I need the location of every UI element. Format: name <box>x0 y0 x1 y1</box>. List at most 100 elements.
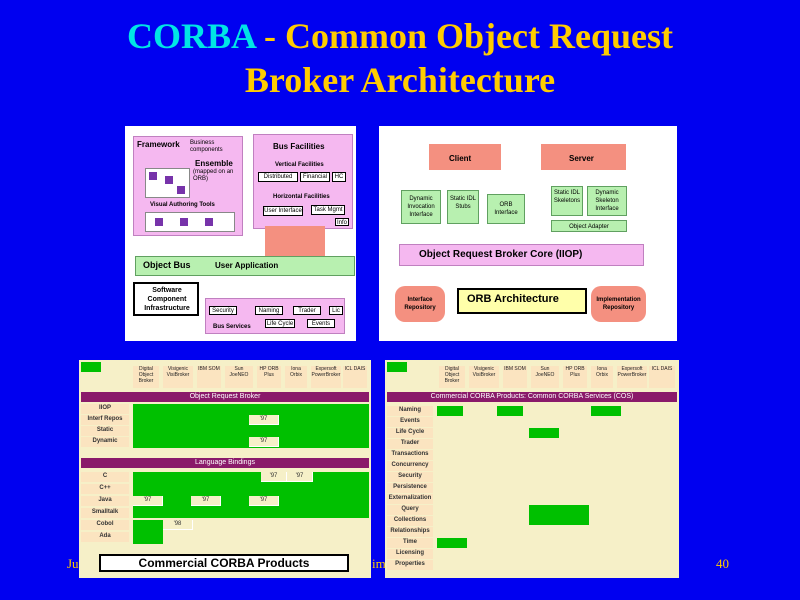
dsi-box: Dynamic Skeleton Interface <box>587 186 627 216</box>
service-item: Naming <box>255 306 283 315</box>
year-cell: '97 <box>287 472 313 482</box>
row-label: Dynamic <box>81 437 129 447</box>
vendor-header: IBM SOM <box>197 366 221 388</box>
object-adapter-box: Object Adapter <box>551 220 627 232</box>
row-label: Smalltalk <box>81 508 129 518</box>
component-cube <box>165 176 173 184</box>
server-box <box>541 144 626 170</box>
year-cell: '97 <box>249 415 279 425</box>
ensemble-note: (mapped on an ORB) <box>193 169 234 182</box>
interface-repo-drum <box>395 286 445 322</box>
support-block <box>133 472 369 518</box>
service-item: Events <box>307 319 335 328</box>
title-line2: Broker Architecture <box>244 60 556 100</box>
object-bus-bar <box>135 256 355 276</box>
orb-rows: IIOP Interf Repos Static Dynamic '97 '97 <box>81 404 369 452</box>
component-cube <box>180 218 188 226</box>
vendor-header: Iona Orbix <box>285 366 307 388</box>
support-block <box>133 520 163 544</box>
client-box <box>429 144 501 170</box>
stubs-box: Static IDL Stubs <box>447 190 479 224</box>
service-item: Life Cycle <box>265 319 295 328</box>
row-label: Collections <box>387 516 433 526</box>
row-label: Ada <box>81 532 129 542</box>
v-item: Financial <box>300 172 330 182</box>
vendor-header: ICL DAIS <box>343 366 367 388</box>
bus-services-label: Bus Services <box>213 324 251 330</box>
row-label: Events <box>387 417 433 427</box>
v-item: Distributed <box>258 172 298 182</box>
vertical-label: Vertical Facilities <box>275 162 324 168</box>
component-cube <box>205 218 213 226</box>
row-label: Trader <box>387 439 433 449</box>
row-label: Interf Repos <box>81 415 129 425</box>
vendor-header: ICL DAIS <box>649 366 675 388</box>
year-cell: '97 <box>249 437 279 447</box>
support-block <box>437 538 467 548</box>
vendor-header: Visigenic VisiBroker <box>163 366 193 388</box>
vendor-header: Sun JoeNEO <box>225 366 253 388</box>
framework-note: Business components <box>190 140 223 153</box>
year-cell: '98 <box>163 520 193 530</box>
vendor-header: Iona Orbix <box>591 366 613 388</box>
row-label: C <box>81 472 129 482</box>
impl-repo-label: Implementation Repository <box>596 297 641 311</box>
header-row: Digital Object Broker Visigenic VisiBrok… <box>79 360 371 390</box>
component-cube <box>149 172 157 180</box>
orb-arch-box <box>457 288 587 314</box>
visual-tools-label: Visual Authoring Tools <box>150 202 215 208</box>
software-label: Software Component Infrastructure <box>144 287 190 312</box>
client-label: Client <box>449 154 472 163</box>
impl-repo-drum <box>591 286 646 322</box>
vendor-header: HP ORB Plus <box>563 366 587 388</box>
vendor-header: Sun JoeNEO <box>531 366 559 388</box>
row-label: Relationships <box>387 527 433 537</box>
object-bus-label: Object Bus <box>143 260 191 270</box>
vendor-header: Expersoft PowerBroker <box>311 366 341 388</box>
vendor-header: Visigenic VisiBroker <box>469 366 499 388</box>
orb-interface-box: ORB Interface <box>487 194 525 224</box>
legend-swatch <box>387 362 407 372</box>
component-cube <box>155 218 163 226</box>
year-cell: '97 <box>249 496 279 506</box>
row-label: Externalization <box>387 494 433 504</box>
orb-architecture-diagram: Client Server Dynamic Invocation Interfa… <box>379 126 677 341</box>
vendor-header: Digital Object Broker <box>133 366 159 388</box>
row-label: Concurrency <box>387 461 433 471</box>
footer-left: Ju <box>67 556 79 571</box>
vendor-header: IBM SOM <box>503 366 527 388</box>
row-label: Life Cycle <box>387 428 433 438</box>
service-item: Security <box>209 306 237 315</box>
language-rows: C C++ Java Smalltalk Cobol Ada '97 '97 '… <box>81 472 369 544</box>
software-box <box>133 282 199 316</box>
server-label: Server <box>569 154 594 163</box>
horizontal-label: Horizontal Facilities <box>273 194 330 200</box>
slide-title: CORBA - Common Object Request Broker Arc… <box>0 14 800 102</box>
vendor-header: HP ORB Plus <box>257 366 281 388</box>
row-label: Properties <box>387 560 433 570</box>
support-block <box>497 406 523 416</box>
row-label: Security <box>387 472 433 482</box>
row-label: Licensing <box>387 549 433 559</box>
support-block <box>529 428 559 438</box>
row-label: Java <box>81 496 129 506</box>
bus-facilities-label: Bus Facilities <box>273 142 325 151</box>
orb-arch-label: ORB Architecture <box>467 293 559 305</box>
services-table: Digital Object Broker Visigenic VisiBrok… <box>385 360 679 578</box>
user-app-label: User Application <box>215 261 279 270</box>
h-item: Info <box>335 218 349 226</box>
products-caption: Commercial CORBA Products <box>138 556 310 570</box>
component-cube <box>177 186 185 194</box>
orb-core-bar <box>399 244 644 266</box>
bus-diagram: Framework Business components Ensemble (… <box>125 126 356 341</box>
title-rest: - Common Object Request <box>255 16 673 56</box>
row-label: C++ <box>81 484 129 494</box>
title-highlight: CORBA <box>127 16 256 56</box>
row-label: Transactions <box>387 450 433 460</box>
footer-middle: im <box>372 556 386 571</box>
framework-label: Framework <box>137 140 180 149</box>
row-label: Persistence <box>387 483 433 493</box>
v-item: HC <box>332 172 346 182</box>
legend-swatch <box>81 362 101 372</box>
support-block <box>437 406 463 416</box>
